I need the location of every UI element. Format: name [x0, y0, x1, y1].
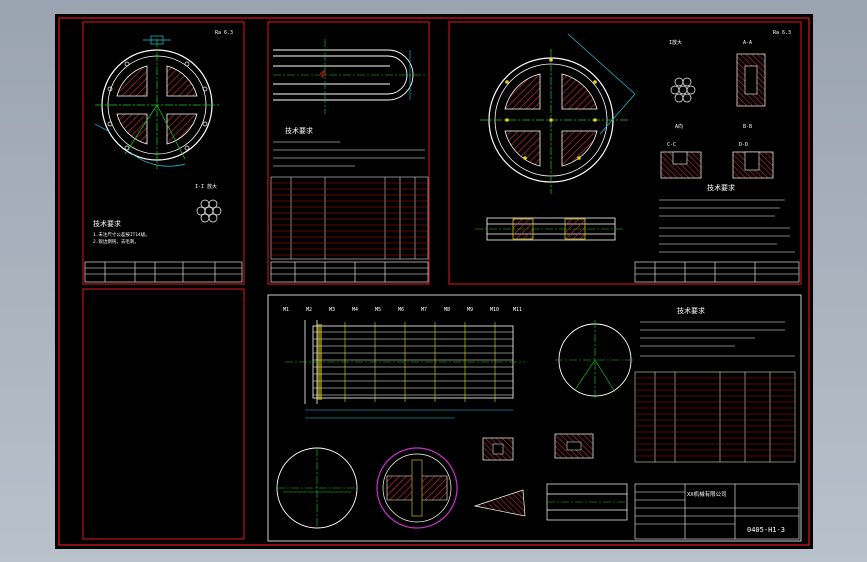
tech-req-title: 技术要求 — [707, 183, 735, 192]
ref-label: M9 — [467, 307, 473, 313]
company-name: XX机械有限公司 — [687, 490, 727, 498]
panel-1-endplate[interactable]: Ra 6.3 — [82, 21, 245, 285]
ref-label: M5 — [375, 307, 381, 313]
ref-label: M7 — [421, 307, 427, 313]
ref-label: M1 — [283, 307, 289, 313]
ref-label: M2 — [306, 307, 312, 313]
detail-label: A向 — [675, 123, 683, 130]
panel-2-ubend-tube[interactable]: 技术要求 — [267, 21, 430, 285]
panel-4-empty[interactable] — [82, 288, 245, 540]
ref-label: M6 — [398, 307, 404, 313]
detail-label: A-A — [743, 40, 752, 46]
detail-label: D-D — [739, 142, 748, 148]
sheet-border — [58, 17, 810, 546]
detail-label: I放大 — [669, 39, 682, 46]
detail-label: C-C — [667, 142, 676, 148]
tech-req-title: 技术要求 — [93, 219, 121, 228]
ref-label: M11 — [513, 307, 522, 313]
ref-label: M4 — [352, 307, 358, 313]
section-label: I-I 放大 — [195, 183, 217, 190]
tech-req-title: 技术要求 — [677, 306, 705, 315]
ref-label: M10 — [490, 307, 499, 313]
ref-label: M3 — [329, 307, 335, 313]
note-line: 1.未注尺寸公差按IT14级。 — [93, 231, 150, 238]
rev-mark: Ra 6.3 — [215, 30, 233, 36]
tech-req-title: 技术要求 — [285, 126, 313, 135]
panel-3-baffle[interactable]: Ra 6.3 — [448, 21, 802, 285]
ref-label: M8 — [444, 307, 450, 313]
drawing-number: 0405-H1-3 — [747, 526, 785, 534]
note-line: 2.锐边倒钝，去毛刺。 — [93, 238, 139, 245]
drawing-canvas[interactable]: Ra 6.3 — [55, 14, 813, 549]
drawing-svg: Ra 6.3 — [58, 17, 810, 546]
detail-label: B-B — [743, 124, 752, 130]
rev-mark: Ra 6.3 — [773, 30, 791, 36]
panel-5-assembly[interactable]: M1 M2 M3 M4 M5 M6 M7 M8 M9 M10 M11 — [267, 294, 802, 542]
